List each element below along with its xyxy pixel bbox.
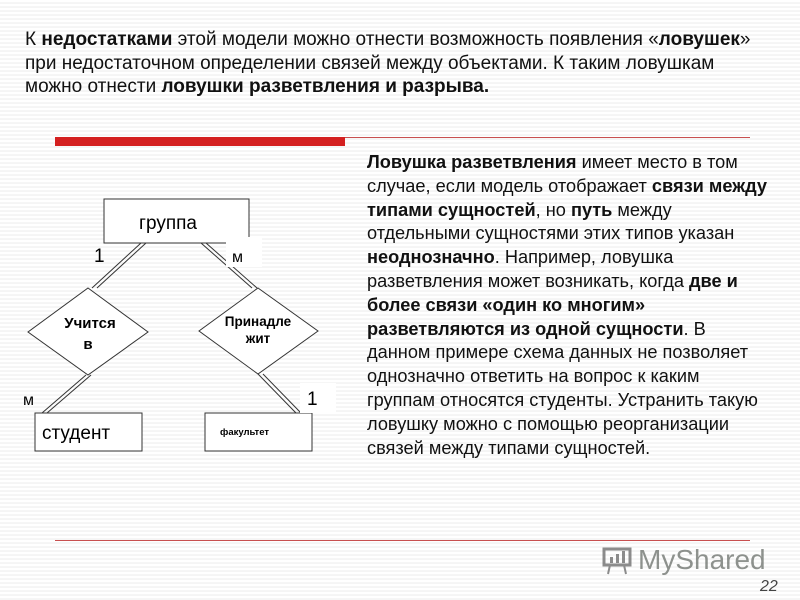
cardinality-label: м xyxy=(232,249,243,266)
text-run: две и более связи «один ко многим» разве… xyxy=(367,270,738,339)
intro-bold: ловушек xyxy=(658,29,740,50)
relationship-belongs-to xyxy=(198,287,319,375)
text-run: , но xyxy=(535,199,571,220)
cardinality-label: 1 xyxy=(94,246,105,267)
page-number: 22 xyxy=(760,578,778,595)
text-run: имеет место в том случае, если модель от… xyxy=(367,152,738,196)
entity-faculty-label: факультет xyxy=(220,427,269,438)
accent-bar xyxy=(55,137,345,146)
entity-faculty xyxy=(204,412,313,452)
watermark: MyShared xyxy=(600,544,766,576)
entity-group xyxy=(103,198,250,244)
text-run: . Например, ловушка разветвления может в… xyxy=(367,247,689,291)
text-run: связи между типами сущностей xyxy=(367,175,767,220)
intro-text: » при недостаточном определении связей м… xyxy=(25,29,751,97)
text-run: путь xyxy=(570,199,613,220)
entity-student-label: студент xyxy=(42,423,110,444)
description-paragraph: Ловушка разветвления имеет место в том с… xyxy=(367,151,772,460)
entity-student xyxy=(34,412,143,452)
cardinality-label: 1 xyxy=(307,389,318,410)
relationship-label: Принадле xyxy=(225,314,292,329)
intro-text: этой модели можно отнести возможность по… xyxy=(172,29,659,50)
relationship-label: Учится xyxy=(64,315,116,332)
text-run: . В данном примере схема данных не позво… xyxy=(367,318,758,458)
relationship-label: жит xyxy=(245,331,271,346)
text-run: между отдельными сущностями этих типов у… xyxy=(367,199,735,244)
text-run: Ловушка разветвления xyxy=(367,152,577,172)
divider xyxy=(345,137,750,138)
cardinality-label: м xyxy=(23,392,34,409)
text-run: неоднозначно xyxy=(367,247,495,268)
watermark-text: MyShared xyxy=(638,544,766,575)
bottom-divider xyxy=(55,540,750,541)
intro-text: К xyxy=(25,29,42,50)
intro-bold: недостатками xyxy=(41,29,173,50)
intro-paragraph: К недостатками этой модели можно отнести… xyxy=(25,28,765,99)
intro-bold: ловушки разветвления и разрыва. xyxy=(161,76,490,97)
relationship-studies-in xyxy=(27,287,149,376)
presentation-board-icon xyxy=(602,547,632,575)
relationship-label: в xyxy=(83,336,92,353)
entity-group-label: группа xyxy=(139,213,197,234)
